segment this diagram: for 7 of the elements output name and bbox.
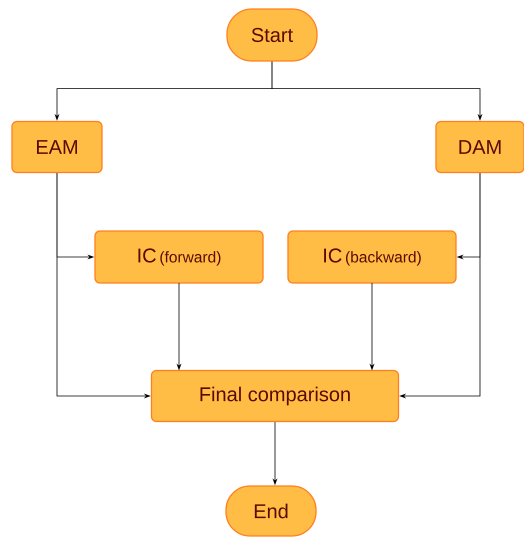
terminal-box: End [225, 485, 317, 537]
process-box: IC (backward) [287, 230, 457, 284]
process-box: IC (forward) [94, 230, 264, 284]
process-box: DAM [435, 120, 524, 174]
terminal-box: Start [226, 8, 318, 62]
process-box: Final comparison [150, 370, 400, 422]
process-box: EAM [11, 120, 103, 174]
